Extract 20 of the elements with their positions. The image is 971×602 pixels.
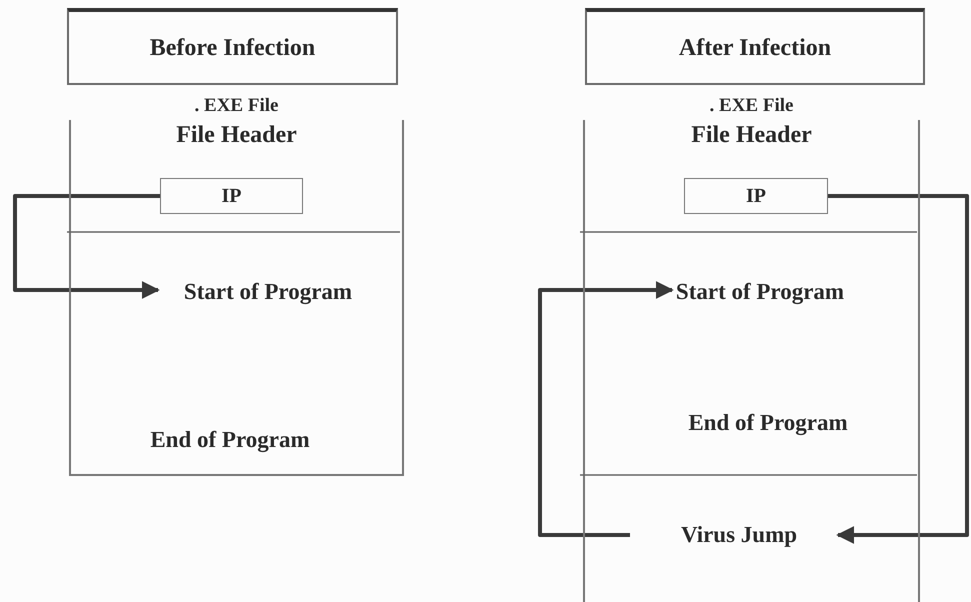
arrow	[828, 194, 969, 544]
arrow	[538, 281, 674, 537]
ip-field-box	[160, 178, 303, 214]
heading-text: After Infection	[678, 34, 832, 62]
file-label: . EXE File	[194, 94, 280, 118]
section-text: File Header	[176, 121, 297, 150]
section-text: End of Program	[688, 408, 848, 438]
heading-box	[67, 8, 398, 85]
section-text: Start of Program	[184, 278, 352, 306]
ip-label: IP	[222, 184, 242, 208]
ip-label: IP	[746, 184, 766, 208]
file-label: . EXE File	[708, 94, 794, 118]
section-text: End of Program	[150, 426, 310, 454]
ip-field-box	[684, 178, 828, 214]
heading-box	[585, 8, 925, 85]
heading-text: Before Infection	[150, 34, 316, 62]
arrow	[13, 194, 160, 299]
section-text: Start of Program	[676, 278, 844, 306]
section-text: Virus Jump	[680, 520, 798, 549]
section-text: File Header	[691, 121, 812, 150]
